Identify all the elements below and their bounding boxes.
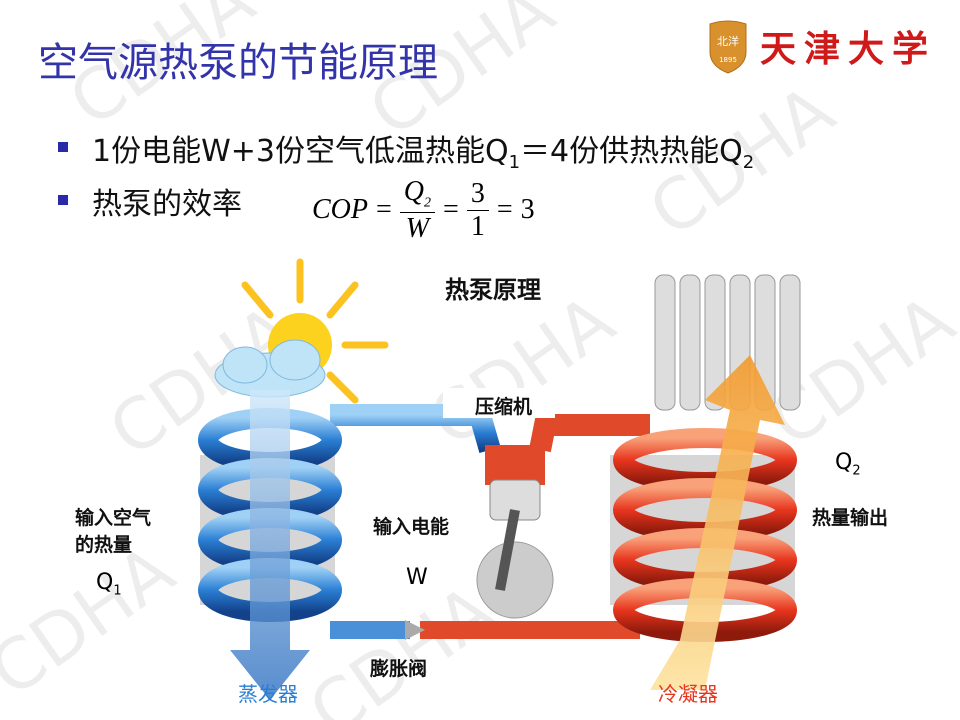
- compressor-label: 压缩机: [475, 396, 533, 418]
- q2-label: Q2: [835, 450, 861, 479]
- discharge-pipe: [529, 414, 650, 453]
- expansion-valve-icon: [405, 620, 425, 640]
- q1-label: Q1: [96, 570, 122, 599]
- svg-text:北洋: 北洋: [717, 34, 739, 48]
- svg-text:1895: 1895: [719, 56, 737, 64]
- bullet-energy: 1份电能W+3份空气低温热能Q1＝4份供热热能Q2: [92, 134, 755, 173]
- input-air-label-1: 输入空气: [75, 507, 152, 529]
- cold-air-arrow: [230, 390, 310, 700]
- heat-pump-diagram: [198, 258, 801, 700]
- expansion-valve-label: 膨胀阀: [370, 658, 428, 680]
- university-name: 天津大学: [760, 28, 937, 70]
- bullet-marker: [58, 142, 68, 152]
- w-label: W: [406, 565, 428, 590]
- compressor-label-bg: [443, 388, 555, 418]
- input-power-label: 输入电能: [373, 516, 450, 538]
- compressor-icon: [476, 445, 554, 619]
- suction-pipe: [330, 404, 501, 454]
- hot-air-arrow: [650, 355, 785, 690]
- university-logo: 北洋 1895 天津大学: [706, 18, 936, 74]
- input-air-label-2: 的热量: [75, 534, 133, 556]
- evaporator-label: 蒸发器: [238, 682, 298, 706]
- diagram-title: 热泵原理: [445, 276, 541, 304]
- badge-icon: 北洋 1895: [709, 20, 747, 74]
- heat-output-label: 热量输出: [812, 507, 889, 529]
- cloud-icon: [214, 339, 326, 398]
- bullet-marker: [58, 195, 68, 205]
- bullet-efficiency: 热泵的效率: [92, 187, 242, 222]
- condenser-label: 冷凝器: [658, 682, 718, 706]
- page-title: 空气源热泵的节能原理: [38, 40, 438, 86]
